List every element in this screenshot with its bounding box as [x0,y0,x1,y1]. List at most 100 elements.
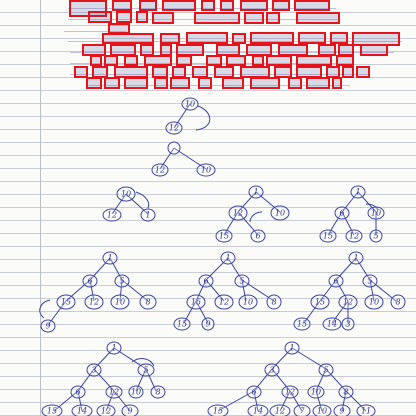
redaction-box [176,55,192,66]
tree-edge [65,279,91,302]
tree-node [201,317,215,331]
tree-edge [89,257,111,281]
tree-node-label: 9 [127,407,132,416]
tree-node [269,404,291,416]
tree-edge [135,368,147,392]
tree-node-label: 15 [177,320,187,329]
tree-node [106,341,122,355]
tree-node [250,229,266,243]
tree-node [369,229,383,243]
tree-node-label: 8 [343,388,348,397]
redaction-box [356,66,370,78]
tree-node-label: 12 [285,388,295,397]
tree-node-label: 12 [275,407,285,416]
redaction-box [160,33,180,44]
tree-node [362,274,378,288]
tree-node [110,294,130,310]
tree-node-label: 12 [155,166,165,175]
tree-node [82,274,98,288]
tree-8: 1 3 5 6 12 10 8 15 14 12 9 [41,341,166,416]
answer-line [68,12,340,24]
tree-edge [341,191,359,213]
redaction-box [226,55,246,66]
tree-edge [89,279,95,302]
tree-edge [121,279,149,302]
tree-edge [93,347,115,370]
tree-node [234,274,250,288]
tree-node-label: 10 [371,209,381,218]
tree-node [356,404,376,416]
tree-edge [109,257,123,281]
tree-node [214,294,234,310]
answer-line [70,56,352,68]
redaction-box [116,11,132,23]
tree-node-label: 6 [333,277,338,286]
redaction-box [266,12,280,24]
tree-node [220,251,236,265]
tree-node [105,385,123,399]
tree-node-label: 12 [109,388,119,397]
redaction-box [336,55,354,66]
tree-node-label: 12 [349,232,359,241]
tree-node-label: 15 [315,298,325,307]
tree-edge [327,211,343,236]
tree-node-label: 15 [47,407,57,416]
tree-edge [77,368,95,392]
tree-0: 10 12 [165,97,211,135]
tree-node-label: 15 [323,232,333,241]
swap-arrow [131,358,155,367]
tree-node [270,205,290,221]
tree-node-label: 5 [119,277,124,286]
tree-edge [113,390,131,412]
redaction-box [294,0,330,11]
tree-node [139,294,157,310]
tree-node-label: 9 [205,320,210,329]
tree-edge [93,368,115,392]
redaction-box [278,44,308,56]
tree-edge [271,347,293,370]
tree-node [165,121,183,135]
redaction-box [86,77,102,89]
tree-node-label: 15 [213,407,223,416]
tree-5: 1 6 5 15 12 10 8 9 [39,251,157,333]
redaction-box [266,55,292,66]
tree-node [186,294,206,310]
tree-node [318,363,334,377]
swap-arrow [39,299,51,319]
margin-rule [40,0,41,416]
tree-node-label: 3 [345,320,350,329]
tree-edge [335,279,349,302]
redaction-box [124,55,138,66]
redaction-box [240,0,268,11]
tree-edge [369,279,375,302]
tree-edge [195,279,207,302]
tree-node-label: 1 [353,254,358,263]
redaction-box [112,0,132,11]
tree-node-label: 15 [297,320,307,329]
answer-line [68,34,402,46]
tree-node-label: 5 [367,277,372,286]
tree-node [167,141,181,155]
tree-edge [173,103,191,129]
redaction-box [220,0,234,11]
tree-node [247,404,269,416]
tree-node [96,404,116,416]
tree-9: 1 3 5 6 12 10 8 15 14 12 7 [207,341,376,416]
tree-node-label: 5 [323,366,328,375]
tree-edge [369,279,397,302]
tree-node-label: 1 [355,188,360,197]
tree-node [293,404,311,416]
tree-node-label: 14 [253,407,263,416]
redaction-box [102,33,154,44]
tree-edge [195,300,209,324]
tree-node-label: 7 [299,407,305,416]
tree-node-label: 8 [145,298,150,307]
tree-node [390,294,406,310]
tree-edge [105,390,115,412]
tree-node [248,185,264,199]
tree-node-label: 9 [339,407,344,416]
tree-edge [341,390,347,412]
tree-edge [205,279,225,302]
